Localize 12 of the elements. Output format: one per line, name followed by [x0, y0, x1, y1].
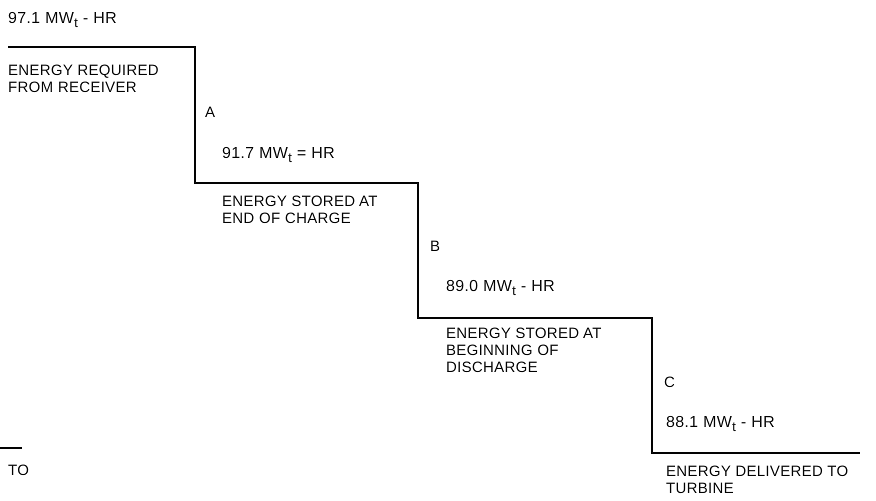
- step-description: ENERGY DELIVERED TO TURBINE: [666, 463, 850, 497]
- step-description: ENERGY REQUIRED FROM RECEIVER: [8, 62, 160, 96]
- text-fragment: TO: [8, 462, 30, 479]
- step-description: ENERGY STORED AT BEGINNING OF DISCHARGE: [446, 325, 602, 376]
- step-letter: A: [205, 104, 216, 121]
- step-description: ENERGY STORED AT END OF CHARGE: [222, 193, 378, 227]
- energy-value: 97.1 MW$_{t}$ - HR: [8, 10, 117, 32]
- energy-value: 88.1 MW$_{t}$ - HR: [666, 414, 775, 436]
- step-letter: B: [430, 238, 440, 255]
- step-letter: C: [664, 374, 676, 391]
- energy-value: 89.0 MW$_{t}$ - HR: [446, 278, 555, 300]
- energy-value: 91.7 MW$_{t}$ = HR: [222, 145, 335, 166]
